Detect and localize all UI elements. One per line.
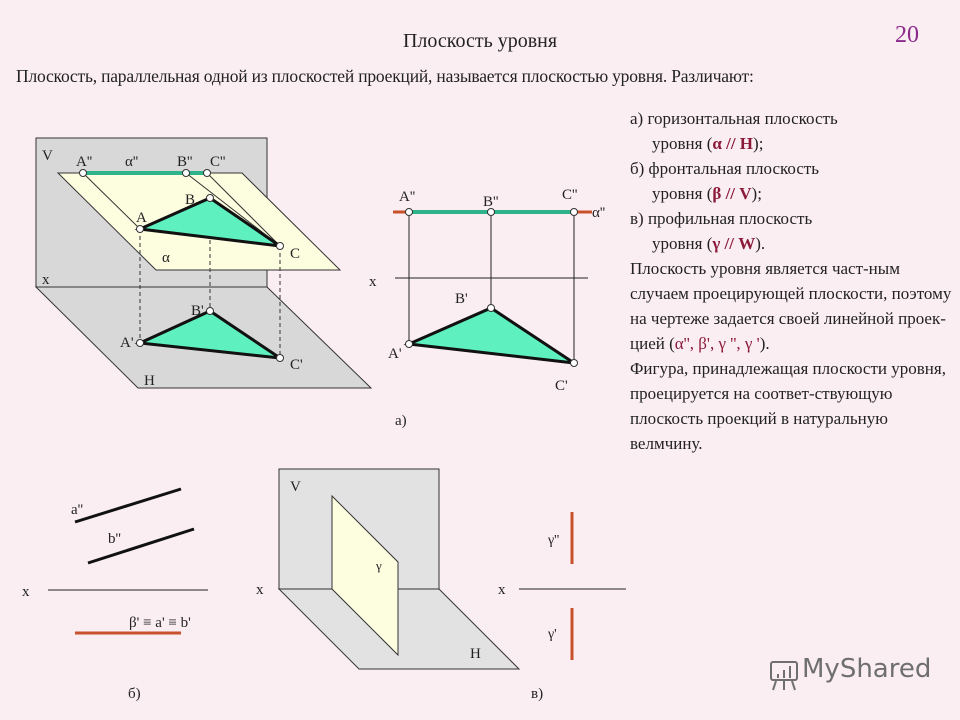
- svg-text:b'': b'': [108, 531, 121, 547]
- svg-text:x: x: [498, 582, 506, 598]
- item-v-line2: уровня (γ // W).: [652, 234, 766, 253]
- svg-text:γ': γ': [547, 627, 557, 642]
- page-number: 20: [895, 22, 919, 48]
- svg-text:B': B': [191, 303, 204, 319]
- svg-text:V: V: [290, 479, 301, 495]
- svg-text:C'': C'': [562, 187, 578, 203]
- svg-text:B'': B'': [177, 154, 193, 170]
- right-text-block: а) горизонтальная плоскость уровня (α //…: [630, 106, 960, 456]
- svg-text:B'': B'': [483, 194, 499, 210]
- svg-text:x: x: [256, 582, 264, 598]
- svg-text:A: A: [136, 210, 147, 226]
- svg-text:V: V: [42, 148, 53, 164]
- svg-text:A'': A'': [76, 154, 93, 170]
- intro-text: Плоскость, параллельная одной из плоскос…: [16, 66, 754, 86]
- svg-text:H: H: [470, 646, 481, 662]
- svg-text:A': A': [120, 335, 134, 351]
- item-b-line2: уровня (β // V);: [652, 184, 762, 203]
- svg-text:C': C': [290, 357, 303, 373]
- svg-text:B': B': [455, 291, 468, 307]
- figure-v-epure: γ'' x γ' в): [498, 512, 626, 702]
- svg-text:в): в): [531, 686, 543, 702]
- svg-text:C: C: [290, 246, 300, 262]
- svg-text:β' ≡ a' ≡ b': β' ≡ a' ≡ b': [129, 615, 191, 631]
- svg-text:C': C': [555, 378, 568, 394]
- myshared-logo-icon: [770, 661, 798, 691]
- item-a-line2: уровня (α // H);: [652, 134, 764, 153]
- svg-text:α'': α'': [125, 154, 139, 170]
- svg-text:a'': a'': [71, 502, 83, 518]
- item-v-line1: в) профильная плоскость: [630, 209, 813, 228]
- svg-text:α'': α'': [592, 205, 606, 221]
- paragraph-2: Фигура, принадлежащая плоскости уровня, …: [630, 359, 946, 453]
- plane-gamma: [331, 494, 399, 657]
- figure-a-epure: A'' B'' C'' α'' x B' A' C' а): [369, 187, 606, 429]
- svg-text:γ: γ: [375, 558, 382, 573]
- svg-text:γ'': γ'': [547, 533, 559, 548]
- watermark-text: MyShared: [802, 654, 932, 684]
- figure-b-epure: a'' b'' x β' ≡ a' ≡ b' б): [22, 487, 208, 702]
- svg-text:C'': C'': [210, 154, 226, 170]
- figure-3d-alpha: V A'' α'' B'' C'' B A C α x B' A' C' H: [34, 137, 373, 389]
- figure-v-3d: V γ x H: [256, 468, 521, 670]
- svg-text:x: x: [369, 274, 377, 290]
- svg-text:A': A': [388, 346, 402, 362]
- svg-text:B: B: [185, 192, 195, 208]
- svg-text:H: H: [144, 373, 155, 389]
- item-a-line1: а) горизонтальная плоскость: [630, 109, 838, 128]
- svg-text:A'': A'': [399, 189, 416, 205]
- svg-text:б): б): [128, 686, 141, 702]
- paragraph-1: Плоскость уровня является част-ным случа…: [630, 259, 952, 353]
- item-b-line1: б) фронтальная плоскость: [630, 159, 820, 178]
- svg-text:x: x: [22, 584, 30, 600]
- page-title: Плоскость уровня: [402, 30, 558, 52]
- svg-text:α: α: [162, 250, 170, 266]
- svg-text:а): а): [395, 413, 407, 429]
- svg-text:x: x: [42, 272, 50, 288]
